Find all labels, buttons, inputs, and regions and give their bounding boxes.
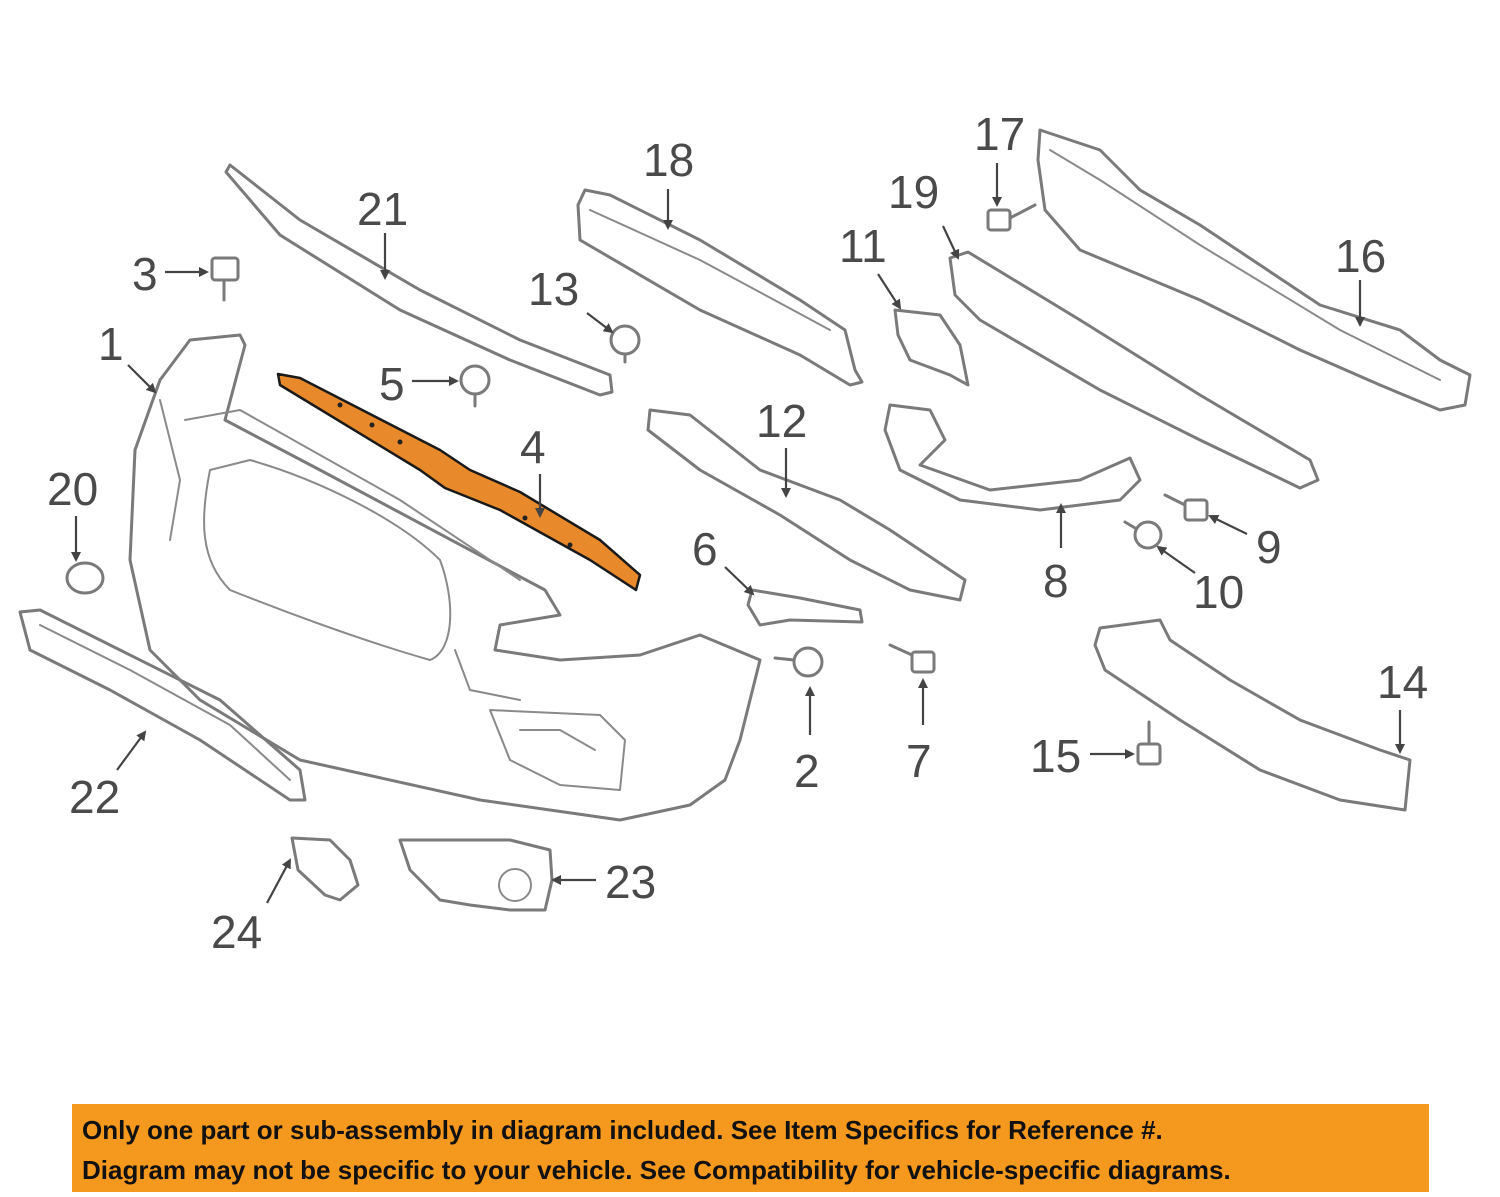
part-15-bolt	[1136, 720, 1162, 766]
callout-5: 5	[379, 358, 405, 410]
callout-2: 2	[794, 745, 820, 797]
part-22-lower-grille	[18, 608, 307, 802]
part-21-upper-molding	[224, 163, 614, 397]
callout-3: 3	[132, 248, 158, 300]
callout-9: 9	[1256, 521, 1282, 573]
part-6-side-bracket	[746, 588, 864, 627]
part-1-bumper-cover	[128, 333, 762, 822]
part-17-bolt	[986, 203, 1037, 232]
disclaimer-line-1: Only one part or sub-assembly in diagram…	[82, 1115, 1163, 1145]
callout-19: 19	[888, 166, 939, 218]
part-13-clip	[609, 324, 641, 364]
disclaimer-banner: Only one part or sub-assembly in diagram…	[72, 1104, 1429, 1192]
part-14-lower-beam	[1093, 618, 1412, 812]
part-20-cap	[65, 561, 105, 595]
part-11-bracket	[893, 308, 970, 387]
callout-15: 15	[1030, 730, 1081, 782]
callout-14: 14	[1377, 656, 1428, 708]
callout-16: 16	[1335, 230, 1386, 282]
callout-17: 17	[974, 108, 1025, 160]
part-19-energy-absorber	[948, 250, 1320, 490]
disclaimer-line-2: Diagram may not be specific to your vehi…	[82, 1155, 1231, 1185]
callout-8: 8	[1043, 555, 1069, 607]
part-23-fog-bezel	[398, 838, 554, 912]
part-18-upper-bracket	[576, 188, 864, 387]
callout-23: 23	[605, 856, 656, 908]
callout-18: 18	[643, 134, 694, 186]
callout-7: 7	[906, 735, 932, 787]
part-4-bumper-reinforcement	[276, 372, 642, 592]
part-8-lower-bracket	[883, 403, 1142, 512]
callout-10: 10	[1193, 566, 1244, 618]
callout-11: 11	[839, 220, 887, 272]
part-9-bolt	[1163, 493, 1209, 522]
callout-13: 13	[528, 263, 579, 315]
callout-4: 4	[520, 421, 546, 473]
callout-24: 24	[211, 906, 262, 958]
part-12-center-bracket	[646, 408, 967, 602]
callout-21: 21	[357, 183, 408, 235]
part-2-clip	[773, 646, 824, 678]
leader-arrows	[71, 163, 1405, 904]
callout-6: 6	[692, 523, 718, 575]
part-7-bolt	[888, 643, 936, 674]
callout-1: 1	[98, 318, 124, 370]
callout-12: 12	[756, 395, 807, 447]
part-16-reinforcement-beam	[1036, 128, 1472, 412]
part-10-clip	[1123, 520, 1163, 550]
part-5-clip	[459, 364, 491, 408]
callout-22: 22	[69, 771, 120, 823]
part-3-bolt	[210, 256, 240, 302]
part-24-bracket	[290, 836, 360, 902]
callout-20: 20	[47, 463, 98, 515]
